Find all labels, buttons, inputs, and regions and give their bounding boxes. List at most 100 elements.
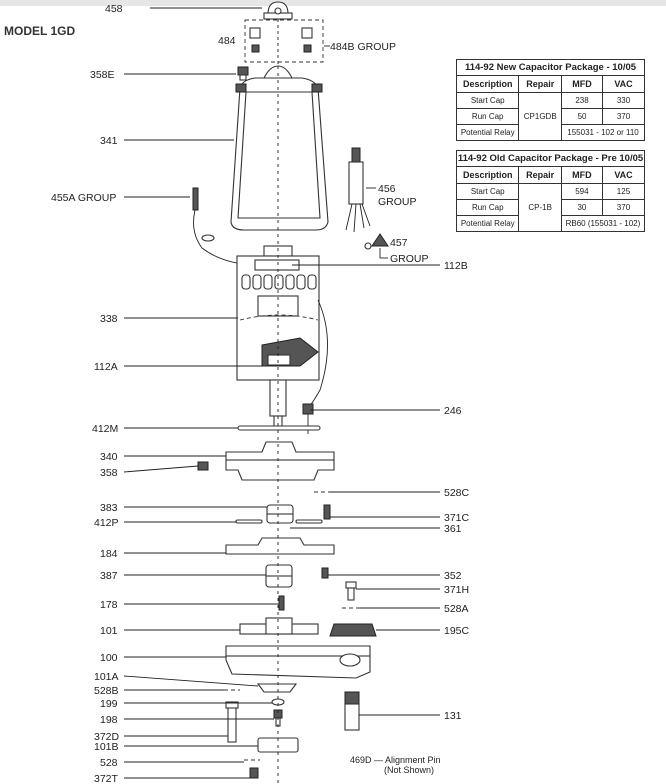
top-strip <box>0 0 666 6</box>
label-100: 100 <box>100 652 118 664</box>
bearing-housing-340 <box>225 441 335 481</box>
label-469d: 469D — Alignment Pin <box>350 755 441 765</box>
label-338: 338 <box>100 313 118 325</box>
row-desc: Run Cap <box>455 199 520 216</box>
label-383: 383 <box>100 502 118 514</box>
row-desc: Start Cap <box>455 92 520 109</box>
power-cord-455a <box>192 187 251 266</box>
label-457: 457 <box>390 237 408 249</box>
header-vac: VAC <box>601 166 646 184</box>
header-description: Description <box>455 166 520 184</box>
label-456: 456 <box>378 183 396 195</box>
label-372t: 372T <box>94 773 119 784</box>
volute-100 <box>225 645 371 679</box>
relay-part: 155031 - 102 or 110 <box>561 124 645 141</box>
row-desc: Potential Relay <box>455 215 520 232</box>
label-101a: 101A <box>94 671 119 683</box>
bolt-372t <box>249 767 259 779</box>
relay-457 <box>364 233 389 250</box>
header-description: Description <box>455 75 520 93</box>
leader-lines <box>123 7 440 779</box>
row-mfd: 594 <box>560 183 603 200</box>
label-361: 361 <box>444 523 462 535</box>
label-412m: 412M <box>92 423 118 435</box>
screw-371c <box>323 504 331 520</box>
repair-kit: CP-1B <box>518 183 562 232</box>
repair-kit: CP1GDB <box>518 92 563 141</box>
seal-387 <box>265 564 293 588</box>
label-198: 198 <box>100 714 118 726</box>
row-vac: 125 <box>601 183 646 200</box>
label-131: 131 <box>444 710 462 722</box>
callout-labels: 458 484 484B GROUP 358E 341 455A GROUP 4… <box>51 3 470 784</box>
header-repair: Repair <box>518 166 562 184</box>
header-mfd: MFD <box>560 166 603 184</box>
row-vac: 330 <box>602 92 645 109</box>
o-ring-412p <box>235 519 323 524</box>
label-458: 458 <box>105 3 123 15</box>
capacitor-456 <box>345 147 371 233</box>
row-mfd: 238 <box>561 92 604 109</box>
label-387: 387 <box>100 570 118 582</box>
header-mfd: MFD <box>561 75 604 93</box>
label-341: 341 <box>100 135 118 147</box>
label-358e: 358E <box>90 69 115 81</box>
handle-group-484 <box>244 19 324 66</box>
label-484: 484 <box>218 35 236 47</box>
label-484b: 484B GROUP <box>330 41 396 53</box>
label-528b: 528B <box>94 685 119 697</box>
label-112b: 112B <box>444 260 468 272</box>
label-371c: 371C <box>444 512 470 524</box>
label-101: 101 <box>100 625 118 637</box>
plug-358 <box>197 461 209 471</box>
label-457-group: GROUP <box>390 253 429 265</box>
label-195c: 195C <box>444 625 470 637</box>
motor-cover-341 <box>230 65 329 231</box>
housing-slots <box>241 274 317 290</box>
label-372d: 372D <box>94 731 120 743</box>
row-desc: Run Cap <box>455 108 520 125</box>
row-mfd: 30 <box>560 199 603 216</box>
label-199: 199 <box>100 698 118 710</box>
seal-plate-184 <box>225 537 335 555</box>
row-mfd: 50 <box>561 108 604 125</box>
label-371h: 371H <box>444 584 469 596</box>
o-ring-412m <box>237 425 321 431</box>
key-178 <box>278 595 285 611</box>
label-528: 528 <box>100 757 118 769</box>
row-vac: 370 <box>601 199 646 216</box>
label-112a: 112A <box>94 361 118 373</box>
label-412p: 412P <box>94 517 119 529</box>
old-capacitor-table: 114-92 Old Capacitor Package - Pre 10/05… <box>455 150 646 232</box>
plug-358e <box>237 66 249 81</box>
label-358: 358 <box>100 467 118 479</box>
table-title: 114-92 Old Capacitor Package - Pre 10/05 <box>456 150 645 167</box>
row-desc: Start Cap <box>455 183 520 200</box>
strainer-131 <box>344 691 360 731</box>
label-528c: 528C <box>444 487 470 499</box>
label-528a: 528A <box>444 603 469 615</box>
seal-383 <box>266 504 294 524</box>
label-456-group: GROUP <box>378 196 417 208</box>
label-352: 352 <box>444 570 462 582</box>
label-101b: 101B <box>94 741 119 753</box>
model-label: MODEL 1GD <box>4 24 75 38</box>
lead-246 <box>302 299 328 434</box>
bolt-372d <box>225 701 239 743</box>
label-340: 340 <box>100 451 118 463</box>
row-desc: Potential Relay <box>455 124 520 141</box>
label-455a: 455A GROUP <box>51 192 116 204</box>
screw-352 <box>321 567 329 579</box>
header-vac: VAC <box>602 75 645 93</box>
impeller-101 <box>239 617 319 635</box>
wear-ring-195c <box>329 623 377 637</box>
row-vac: 370 <box>602 108 645 125</box>
label-469d-note: (Not Shown) <box>384 765 434 775</box>
new-capacitor-table: 114-92 New Capacitor Package - 10/05 Des… <box>455 59 645 141</box>
impeller-101a <box>256 683 298 693</box>
label-246: 246 <box>444 405 462 417</box>
relay-part: RB60 (155031 - 102) <box>560 215 646 232</box>
table-title: 114-92 New Capacitor Package - 10/05 <box>456 59 645 76</box>
label-178: 178 <box>100 599 118 611</box>
